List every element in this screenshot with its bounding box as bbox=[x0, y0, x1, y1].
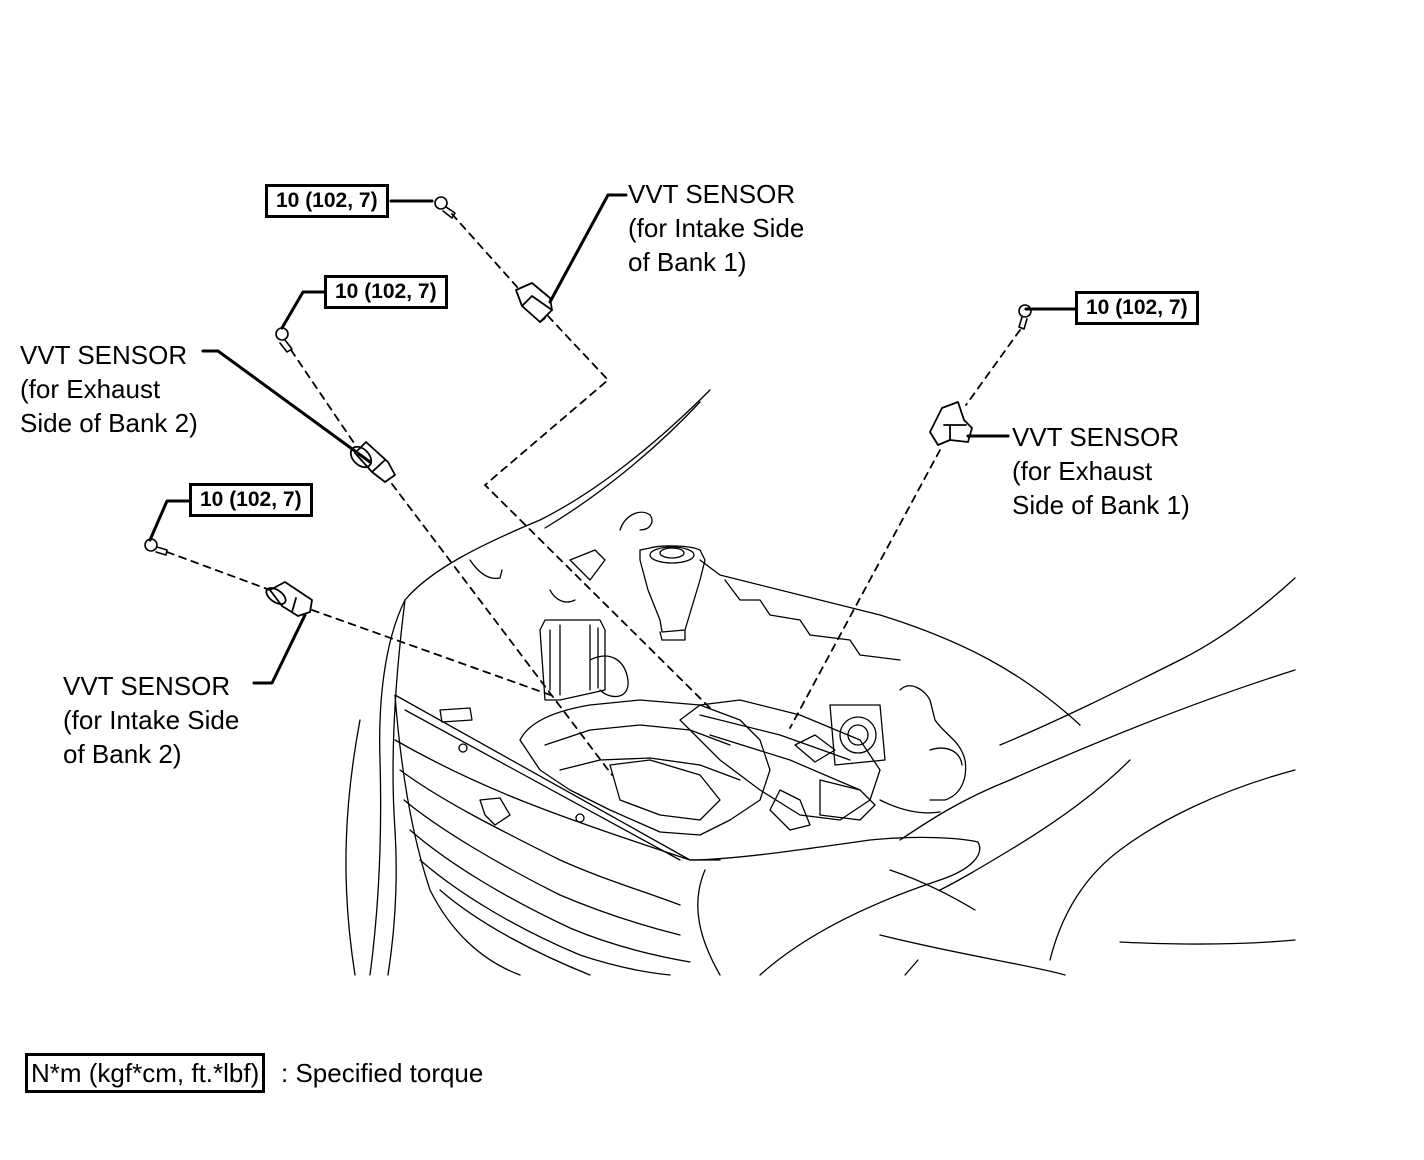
torque-value: 10 (102, 7) bbox=[335, 280, 437, 303]
torque-box-exhaust-bank2: 10 (102, 7) bbox=[324, 275, 448, 309]
torque-box-intake-bank1: 10 (102, 7) bbox=[265, 184, 389, 218]
torque-box-intake-bank2: 10 (102, 7) bbox=[189, 483, 313, 517]
legend-unit: N*m (kgf*cm, ft.*lbf) bbox=[31, 1058, 260, 1088]
label-vvt-sensor-exhaust-bank1: VVT SENSOR (for Exhaust Side of Bank 1) bbox=[1012, 420, 1190, 522]
leader-lines bbox=[148, 193, 1077, 685]
label-line: (for Intake Side bbox=[628, 213, 805, 243]
label-title: VVT SENSOR bbox=[20, 340, 188, 370]
label-line: (for Exhaust bbox=[1012, 456, 1153, 486]
vehicle-body-drawing bbox=[345, 389, 1296, 976]
sensor-exhaust-bank1 bbox=[929, 401, 973, 446]
sensor-intake-bank1 bbox=[515, 282, 553, 323]
torque-value: 10 (102, 7) bbox=[1086, 296, 1188, 319]
label-line: Side of Bank 2) bbox=[20, 408, 198, 438]
label-line: Side of Bank 1) bbox=[1012, 490, 1190, 520]
label-title: VVT SENSOR bbox=[63, 671, 231, 701]
sensor-intake-bank2 bbox=[265, 581, 313, 617]
label-vvt-sensor-exhaust-bank2: VVT SENSOR (for Exhaust Side of Bank 2) bbox=[20, 338, 198, 440]
legend-unit-box: N*m (kgf*cm, ft.*lbf) bbox=[25, 1053, 266, 1093]
legend-description: : Specified torque bbox=[281, 1058, 484, 1088]
engine-components-drawing bbox=[439, 511, 967, 836]
torque-box-exhaust-bank1: 10 (102, 7) bbox=[1075, 291, 1199, 325]
torque-value: 10 (102, 7) bbox=[276, 189, 378, 212]
label-line: of Bank 2) bbox=[63, 739, 182, 769]
label-vvt-sensor-intake-bank2: VVT SENSOR (for Intake Side of Bank 2) bbox=[63, 669, 239, 771]
label-title: VVT SENSOR bbox=[1012, 422, 1180, 452]
label-title: VVT SENSOR bbox=[628, 179, 796, 209]
label-line: (for Exhaust bbox=[20, 374, 161, 404]
torque-value: 10 (102, 7) bbox=[200, 488, 302, 511]
installation-lines bbox=[166, 213, 1021, 776]
label-line: (for Intake Side bbox=[63, 705, 240, 735]
label-line: of Bank 1) bbox=[628, 247, 747, 277]
label-vvt-sensor-intake-bank1: VVT SENSOR (for Intake Side of Bank 1) bbox=[628, 177, 804, 279]
bolt-intake-bank2 bbox=[144, 538, 168, 556]
bolt-exhaust-bank1 bbox=[1018, 304, 1032, 330]
bolt-exhaust-bank2 bbox=[275, 327, 293, 353]
